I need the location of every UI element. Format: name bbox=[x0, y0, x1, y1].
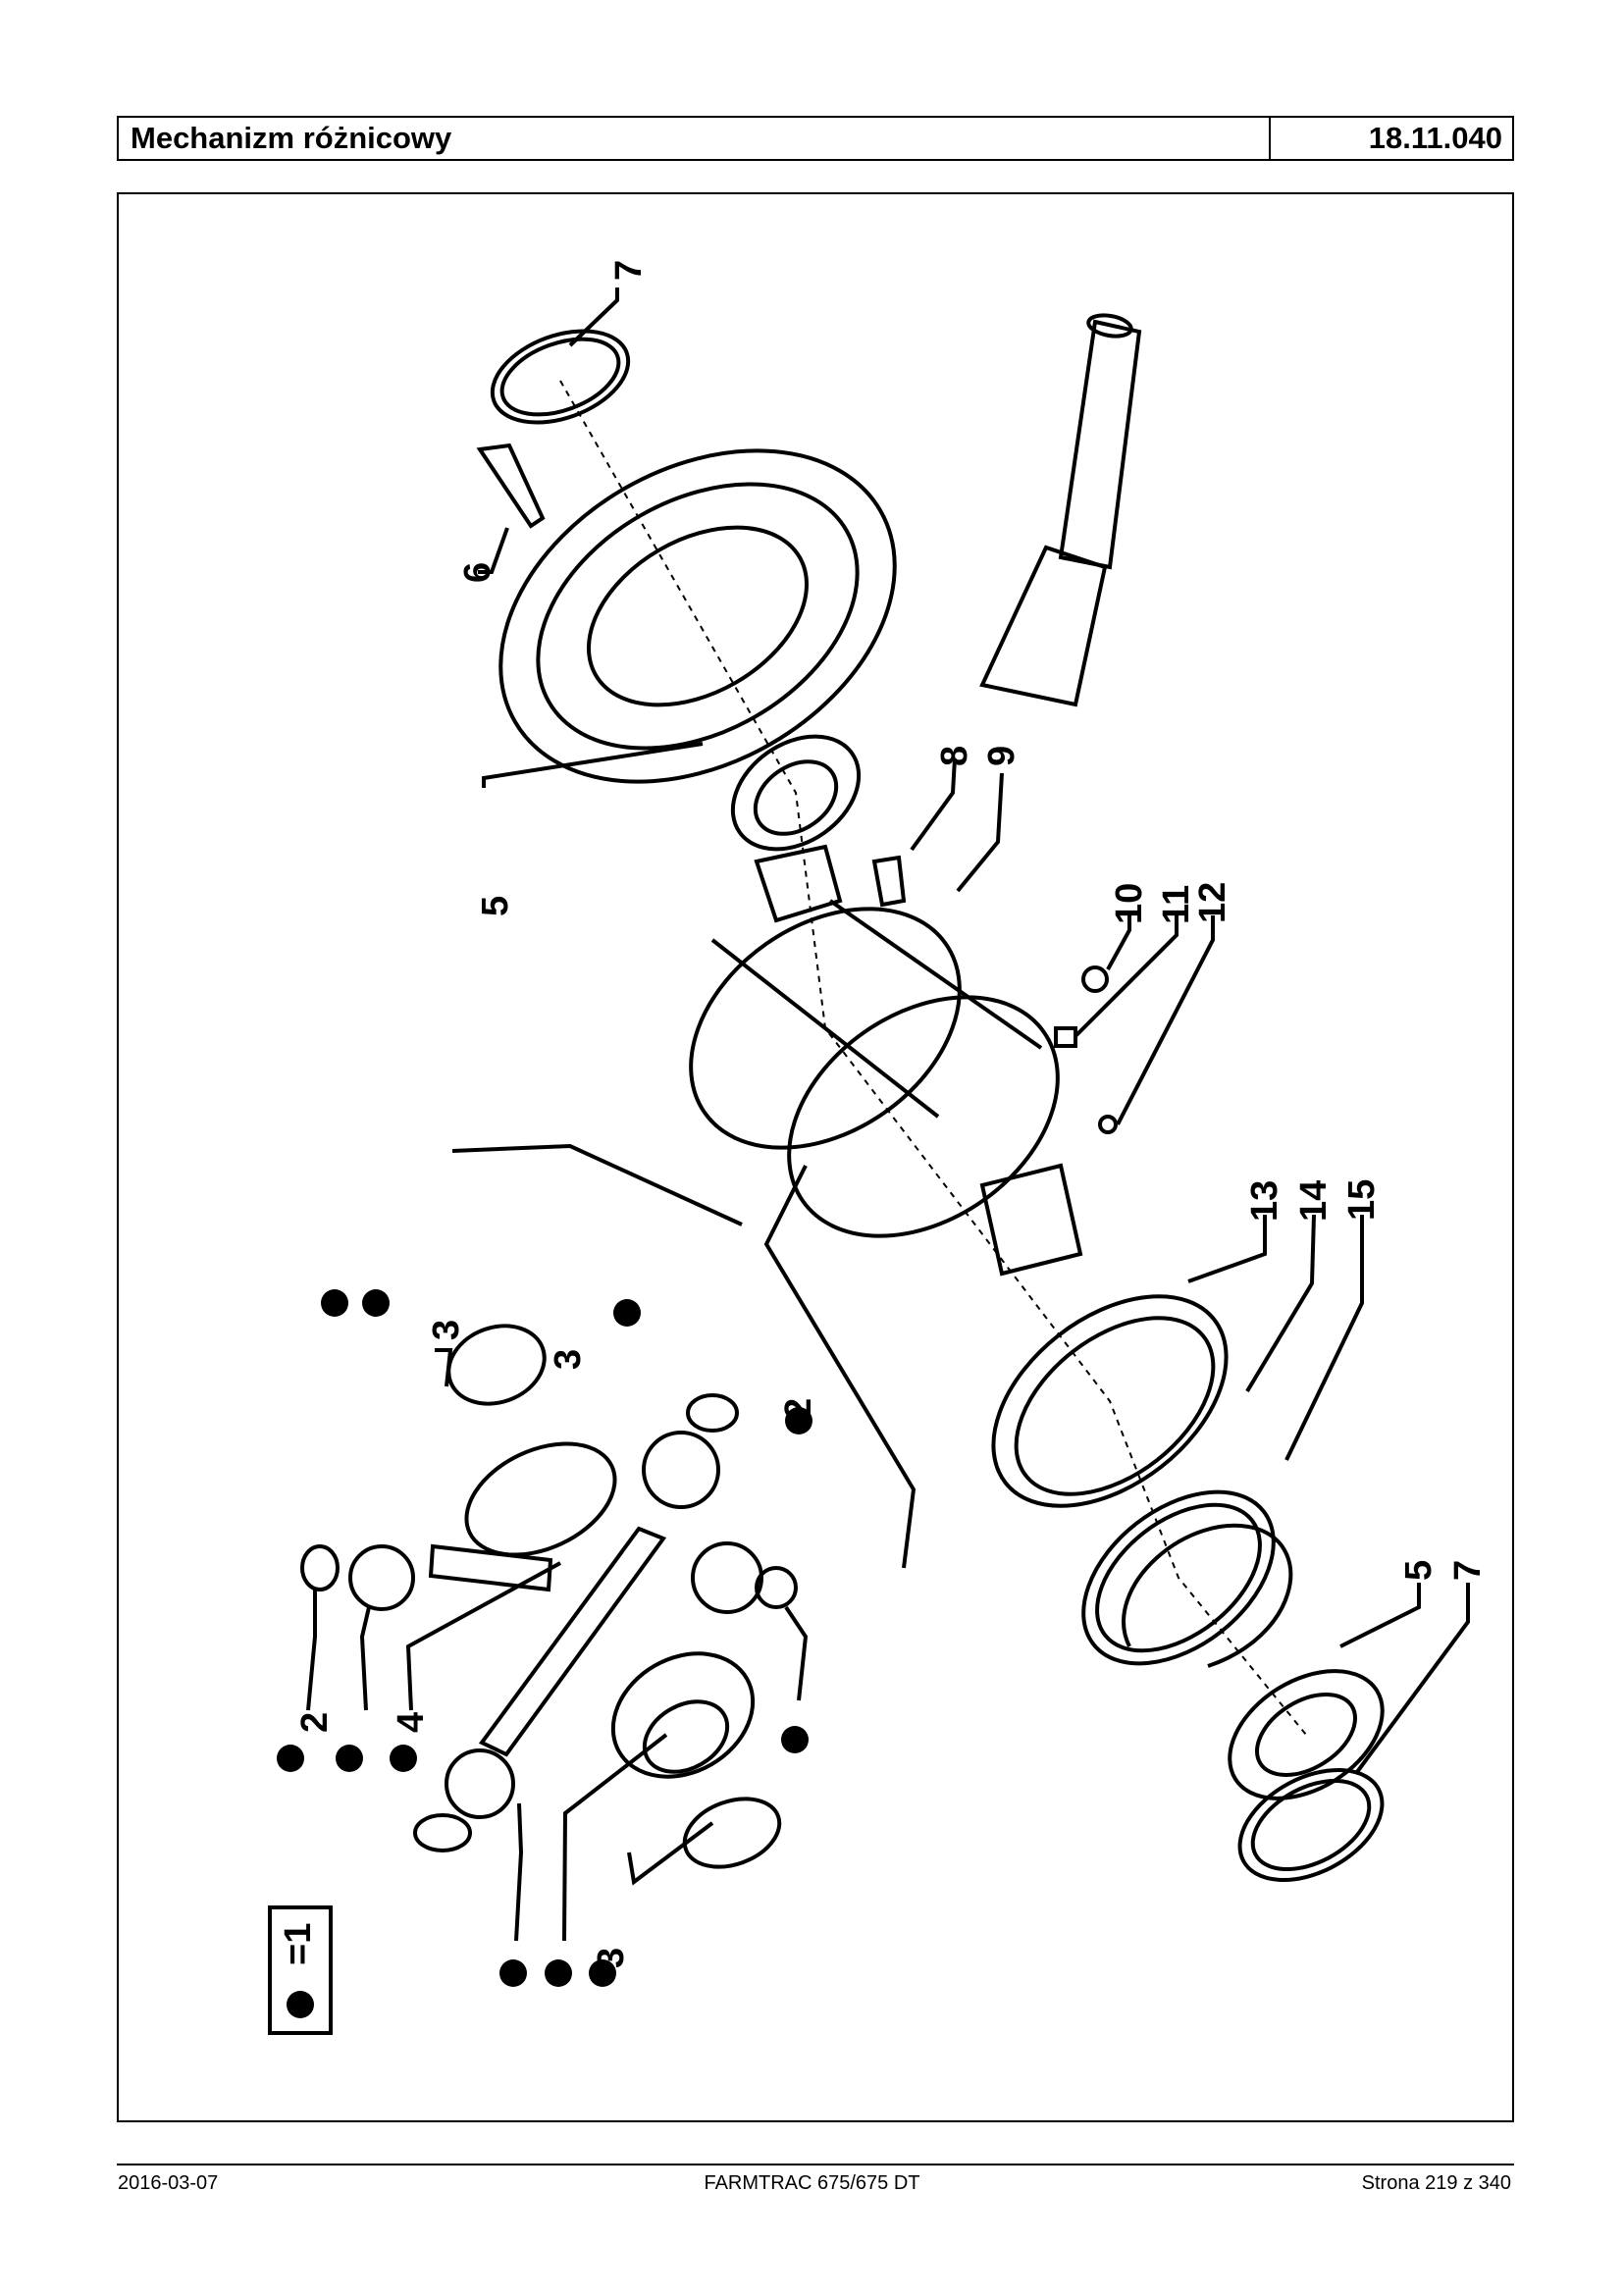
filled-circle-icon bbox=[277, 1745, 304, 1772]
ring-14 bbox=[1081, 1489, 1276, 1666]
filled-circle-icon bbox=[390, 1745, 417, 1772]
washer-2-right bbox=[755, 1566, 798, 1609]
grub-11 bbox=[1054, 1026, 1077, 1048]
callout-5-top: 5 bbox=[475, 896, 516, 916]
footer-divider bbox=[117, 2164, 1514, 2165]
bearing-5-upper bbox=[730, 734, 862, 852]
washer-2-upper bbox=[686, 1393, 739, 1433]
callout-7-top: 7 bbox=[608, 260, 650, 281]
planet-gear-upper bbox=[642, 1431, 720, 1509]
shim-3-lower bbox=[682, 1797, 782, 1869]
shim-3-upper bbox=[446, 1324, 547, 1406]
exploded-diagram-frame: 7 6 5 8 9 10 11 12 13 14 15 5 7 2 2 4 3 … bbox=[117, 192, 1514, 2122]
filled-circle-markers bbox=[277, 1289, 812, 1987]
callout-2-left: 2 bbox=[294, 1712, 336, 1733]
callout-13: 13 bbox=[1244, 1180, 1285, 1222]
bearing-5-lower bbox=[1228, 1669, 1385, 1800]
footer-page-number: Strona 219 z 340 bbox=[1361, 2172, 1511, 2194]
filled-circle-icon bbox=[589, 1959, 616, 1987]
callout-12: 12 bbox=[1192, 882, 1233, 923]
side-gear-upper bbox=[464, 1441, 617, 1557]
washer-2-left bbox=[300, 1544, 340, 1591]
filled-circle-icon bbox=[287, 1991, 314, 2018]
section-title: Mechanizm różnicowy bbox=[119, 118, 1271, 159]
planet-gear-right bbox=[691, 1541, 763, 1614]
filled-circle-icon bbox=[499, 1959, 527, 1987]
callout-15: 15 bbox=[1341, 1179, 1383, 1221]
callout-3-upper: 3 bbox=[426, 1320, 467, 1340]
callout-4: 4 bbox=[391, 1712, 432, 1733]
crown-wheel bbox=[498, 448, 897, 784]
footer-model: FARMTRAC 675/675 DT bbox=[704, 2172, 920, 2194]
screw-10 bbox=[1081, 965, 1109, 993]
page-header: Mechanizm różnicowy 18.11.040 bbox=[117, 116, 1514, 161]
pinion-shaft bbox=[1058, 319, 1142, 570]
ring-7-lower bbox=[1237, 1767, 1385, 1883]
callout-11: 11 bbox=[1156, 885, 1197, 924]
filled-circle-icon bbox=[362, 1289, 390, 1317]
filled-circle-icon bbox=[336, 1745, 363, 1772]
callout-6: 6 bbox=[457, 562, 498, 583]
legend-text: =1 bbox=[278, 1923, 319, 1965]
callout-3-right: 3 bbox=[548, 1349, 589, 1370]
filled-circle-icon bbox=[613, 1299, 641, 1327]
differential-case bbox=[689, 907, 962, 1150]
nut-12 bbox=[1098, 1115, 1118, 1134]
differential-exploded-drawing: 7 6 5 8 9 10 11 12 13 14 15 5 7 2 2 4 3 … bbox=[268, 260, 1489, 2035]
callout-7-bottom: 7 bbox=[1447, 1560, 1489, 1581]
ring-7-top bbox=[490, 329, 631, 425]
filled-circle-icon bbox=[781, 1726, 809, 1753]
filled-circle-icon bbox=[321, 1289, 348, 1317]
filled-circle-icon bbox=[785, 1407, 812, 1434]
cross-shaft-4b bbox=[478, 1526, 667, 1757]
washer-2-lower bbox=[413, 1813, 472, 1852]
side-gear-lower bbox=[610, 1651, 756, 1779]
planet-gear-left bbox=[348, 1544, 415, 1611]
bolt-6 bbox=[476, 443, 546, 529]
planet-gear-lower bbox=[445, 1748, 515, 1819]
footer-date: 2016-03-07 bbox=[118, 2172, 219, 2194]
section-code: 18.11.040 bbox=[1368, 121, 1502, 155]
cross-shaft-4a bbox=[428, 1543, 553, 1592]
callout-9: 9 bbox=[981, 746, 1022, 766]
callout-14: 14 bbox=[1293, 1180, 1335, 1222]
pin-8 bbox=[871, 855, 907, 908]
circlip-15 bbox=[1122, 1523, 1293, 1668]
callout-10: 10 bbox=[1109, 883, 1150, 924]
legend-box: =1 bbox=[268, 1905, 333, 2035]
callout-8: 8 bbox=[934, 746, 975, 766]
callout-5-bottom: 5 bbox=[1398, 1560, 1440, 1581]
filled-circle-icon bbox=[545, 1959, 572, 1987]
